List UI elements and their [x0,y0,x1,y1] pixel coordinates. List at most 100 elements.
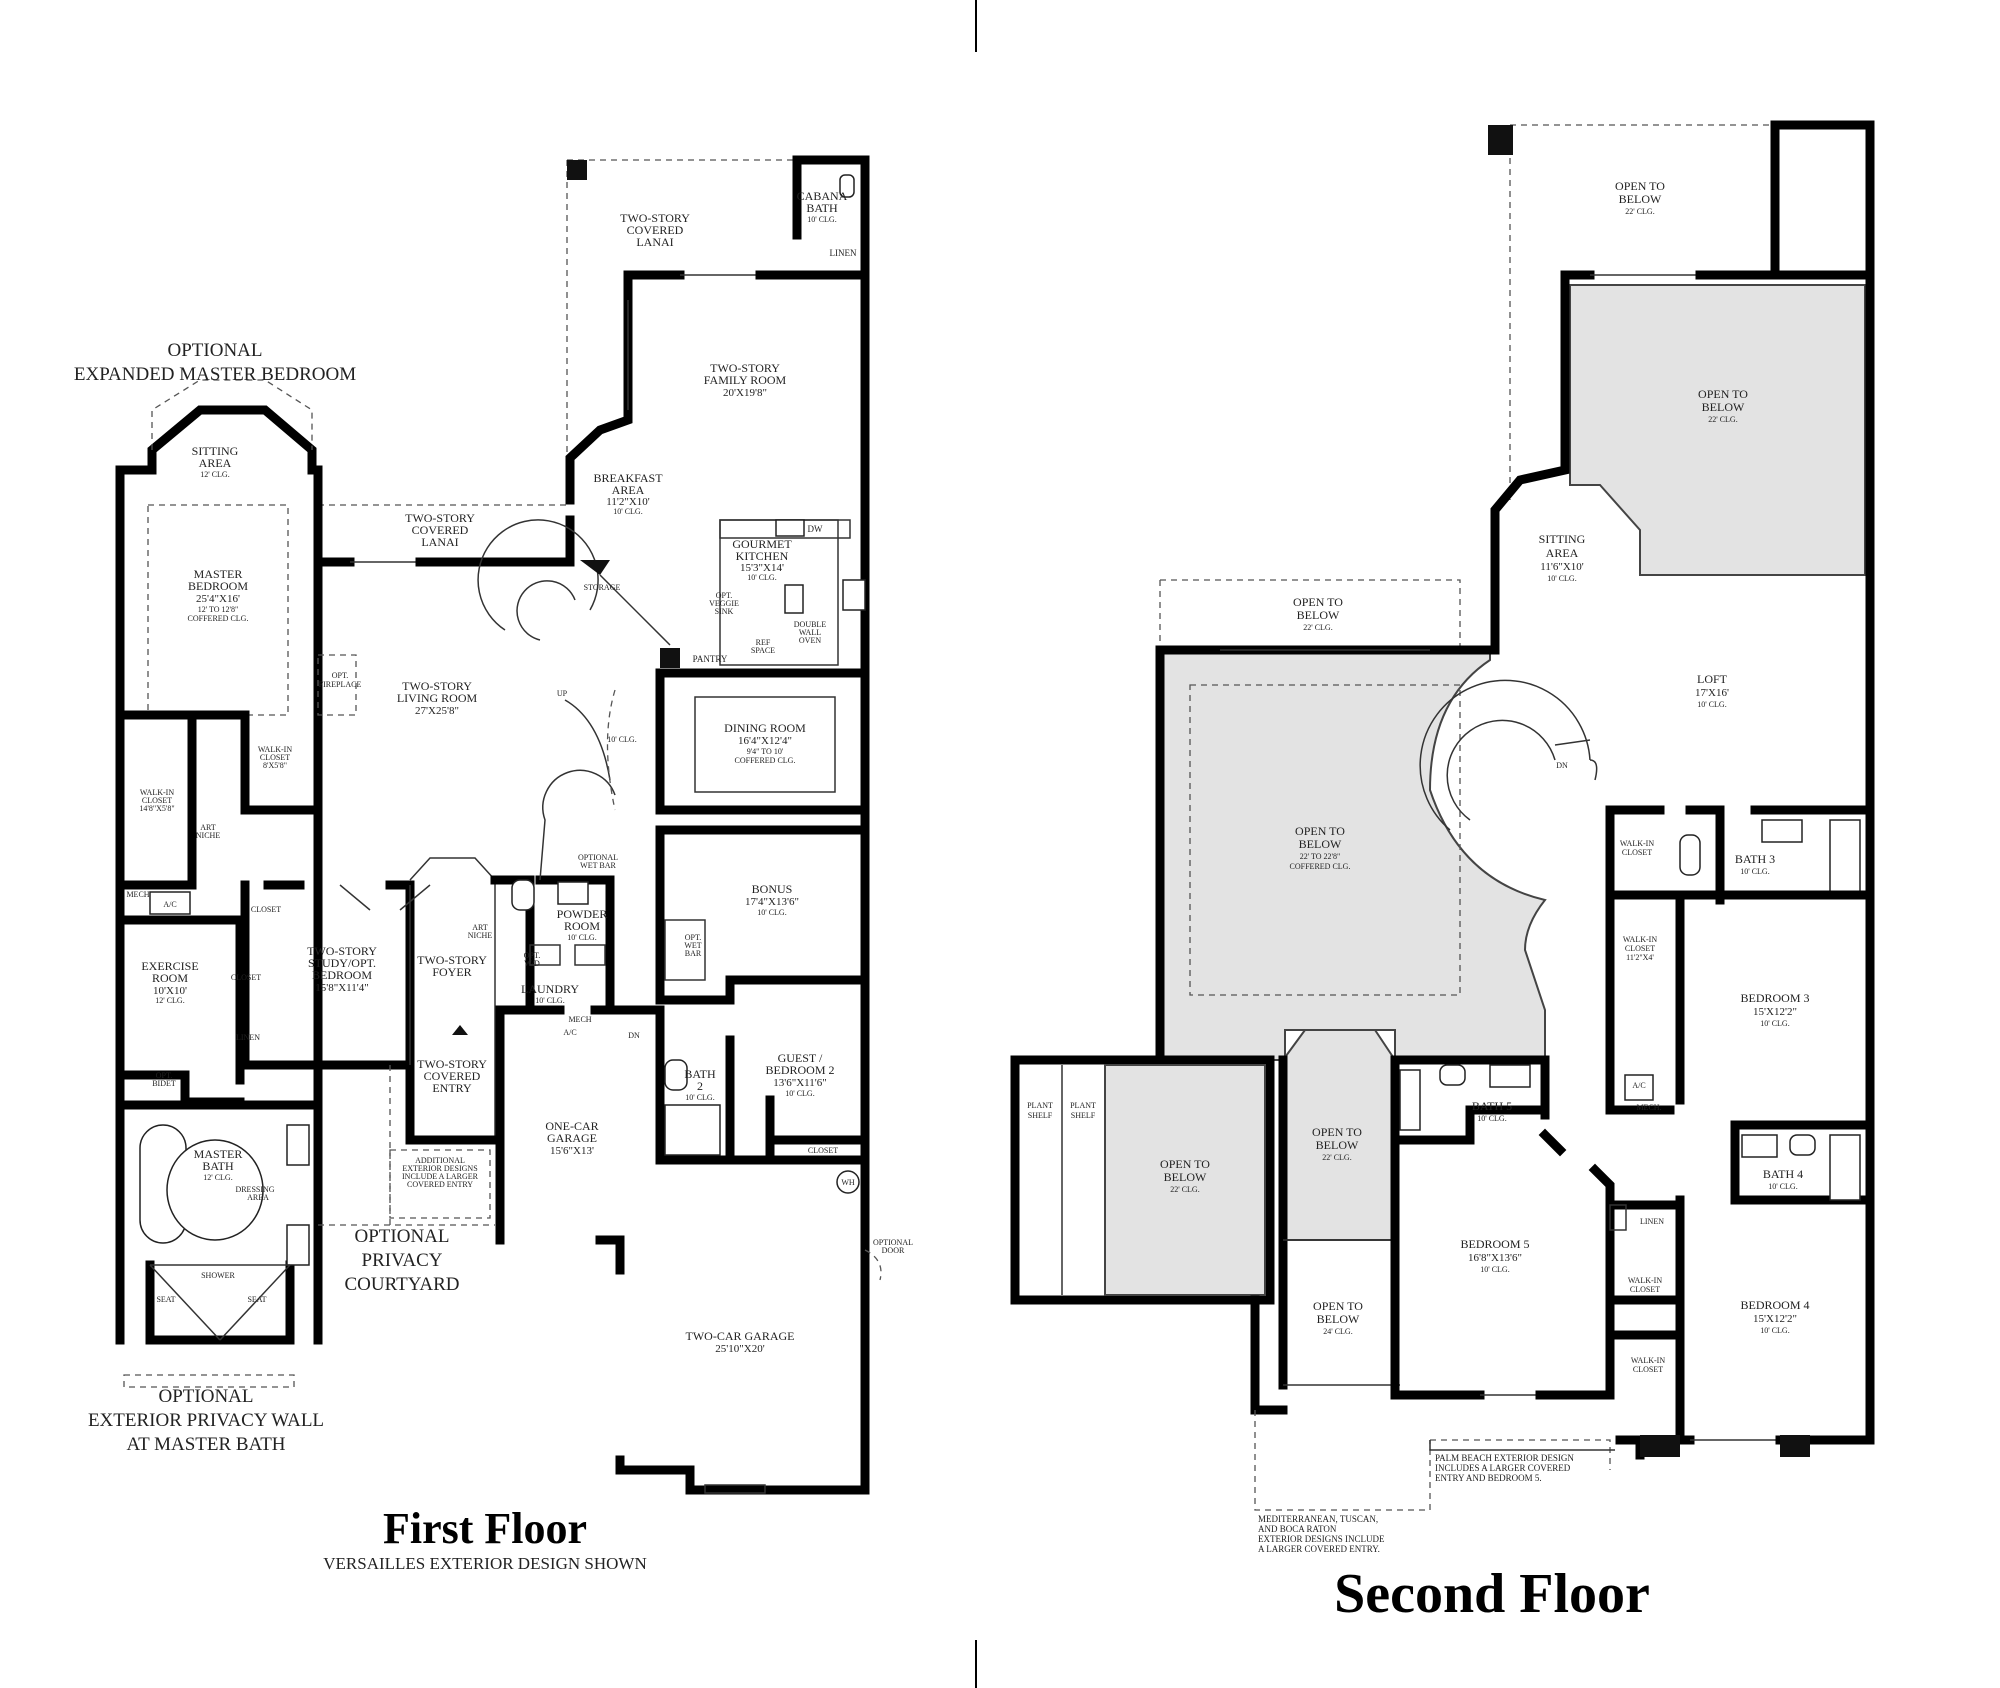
open-foyer-clg: 22' CLG. [1322,1153,1351,1162]
open-coffered-label-1: OPEN TO [1295,824,1345,838]
opt-fireplace-2: FIREPLACE [319,680,362,689]
exercise-room-dim: 10'X10' [153,985,187,997]
sitting-area-2-dim: 11'6"X10' [1540,561,1584,573]
note-privacy-wall-1: OPTIONAL [159,1386,254,1407]
master-bedroom-dim: 25'4"X16' [196,593,240,605]
living-room-label-1: TWO-STORY [402,679,472,693]
opt-wet-bar-3: BAR [685,949,702,958]
lanai-top-label-1: TWO-STORY [620,211,690,225]
bedroom3-clg: 10' CLG. [1760,1019,1789,1028]
covered-entry-label-1: TWO-STORY [417,1057,487,1071]
bonus-label: BONUS [752,882,793,896]
pantry-label: PANTRY [693,654,728,664]
linen-mid-label: LINEN [236,1033,260,1042]
open-left-label-2: BELOW [1164,1170,1207,1184]
guest-bedroom-dim: 13'6"X11'6" [773,1077,826,1089]
walkin-closet-b-2: CLOSET [142,796,172,805]
master-bath-clg: 12' CLG. [203,1173,232,1182]
lanai-mid-label-1: TWO-STORY [405,511,475,525]
study-dim: 15'8"X11'4" [315,982,368,994]
bath2-label-2: 2 [697,1079,703,1093]
opt-wd-1: OPT. [524,951,541,960]
exercise-room-label-1: EXERCISE [141,959,198,973]
study-label-1: TWO-STORY [307,944,377,958]
closet-b-label: CLOSET [231,973,261,982]
breakfast-clg: 10' CLG. [613,507,642,516]
loft-dim: 17'X16' [1695,687,1729,699]
study-label-3: BEDROOM [312,968,372,982]
note-privacy-wall-3: AT MASTER BATH [126,1434,285,1455]
bedroom4-clg: 10' CLG. [1760,1326,1789,1335]
bedroom5-clg: 10' CLG. [1480,1265,1509,1274]
additional-exterior-4: COVERED ENTRY [407,1180,473,1189]
note-mediterranean-1: MEDITERRANEAN, TUSCAN, [1258,1514,1378,1524]
dw-label: DW [808,524,823,534]
open-top-clg: 22' CLG. [1625,207,1654,216]
plant-shelf-1-b: SHELF [1028,1111,1053,1120]
first-floor-labels: OPTIONAL EXPANDED MASTER BEDROOM TWO-STO… [74,189,913,1573]
walkin-closet-2a-1: WALK-IN [1620,839,1654,848]
dining-room-clg-2: COFFERED CLG. [735,756,796,765]
optional-door-2: DOOR [882,1246,905,1255]
powder-room-clg: 10' CLG. [567,933,596,942]
kitchen-clg: 10' CLG. [747,573,776,582]
veggie-sink-2: VEGGIE [709,599,739,608]
mech-ac-2: A/C [163,900,176,909]
walkin-closet-2b-3: 11'2"X4' [1626,953,1654,962]
optional-wet-bar-1: OPTIONAL [578,853,618,862]
sitting-area-2-clg: 10' CLG. [1547,574,1576,583]
open-left-top-label-2: BELOW [1297,608,1340,622]
open-left-clg: 22' CLG. [1170,1185,1199,1194]
open-right-label-2: BELOW [1702,400,1745,414]
bedroom5-label: BEDROOM 5 [1460,1237,1529,1251]
opt-bidet-1: OPT. [156,1071,173,1080]
first-floor-walls [115,155,882,1495]
breakfast-label-1: BREAKFAST [593,471,663,485]
walkin-closet-b-1: WALK-IN [140,788,174,797]
note-expanded-master-2: EXPANDED MASTER BEDROOM [74,364,356,385]
open-coffered-clg-2: COFFERED CLG. [1290,862,1351,871]
art-niche-b-1: ART [472,923,488,932]
note-privacy-wall-2: EXTERIOR PRIVACY WALL [88,1410,324,1431]
stair-dn-label: DN [1556,761,1568,770]
powder-room-label-1: POWDER [557,907,608,921]
bath2-label-1: BATH [684,1067,716,1081]
optional-wet-bar-2: WET BAR [580,861,616,870]
foyer-label-1: TWO-STORY [417,953,487,967]
lanai-mid-label-2: COVERED [412,523,469,537]
closet-a-label: CLOSET [251,905,281,914]
plant-shelf-2-b: SHELF [1071,1111,1096,1120]
ref-space-2: SPACE [751,646,775,655]
dressing-area-2: AREA [247,1193,269,1202]
walkin-closet-a-3: 8'X5'8" [263,761,287,770]
open-right-label-1: OPEN TO [1698,387,1748,401]
master-bath-label-2: BATH [202,1159,234,1173]
cabana-bath-label-2: BATH [806,201,838,215]
walkin-closet-2b-2: CLOSET [1625,944,1655,953]
bonus-dim: 17'4"X13'6" [745,896,799,908]
dining-room-dim: 16'4"X12'4" [738,735,792,747]
walkin-closet-a-2: CLOSET [260,753,290,762]
open-entry-clg: 24' CLG. [1323,1327,1352,1336]
walkin-closet-2a-2: CLOSET [1622,848,1652,857]
master-bedroom-clg-1: 12' TO 12'8" [198,605,239,614]
walkin-closet-2c-2: CLOSET [1630,1285,1660,1294]
exercise-room-label-2: ROOM [152,971,188,985]
art-niche-a-1: ART [200,823,216,832]
family-room-label-2: FAMILY ROOM [704,373,787,387]
cabana-bath-clg: 10' CLG. [807,215,836,224]
guest-bedroom-clg: 10' CLG. [785,1089,814,1098]
first-floor-subtitle: VERSAILLES EXTERIOR DESIGN SHOWN [323,1554,646,1573]
kitchen-dim: 15'3"X14' [740,562,784,574]
open-foyer-label-2: BELOW [1316,1138,1359,1152]
optional-door-1: OPTIONAL [873,1238,913,1247]
plant-shelf-1-a: PLANT [1027,1101,1053,1110]
covered-entry-label-2: COVERED [424,1069,481,1083]
walkin-closet-2d-2: CLOSET [1633,1365,1663,1374]
note-mediterranean-2: AND BOCA RATON [1258,1524,1337,1534]
bath5-label: BATH 5 [1472,1099,1512,1113]
note-palm-beach-1: PALM BEACH EXTERIOR DESIGN [1435,1453,1574,1463]
walkin-closet-2b-1: WALK-IN [1623,935,1657,944]
kitchen-label-2: KITCHEN [736,549,789,563]
